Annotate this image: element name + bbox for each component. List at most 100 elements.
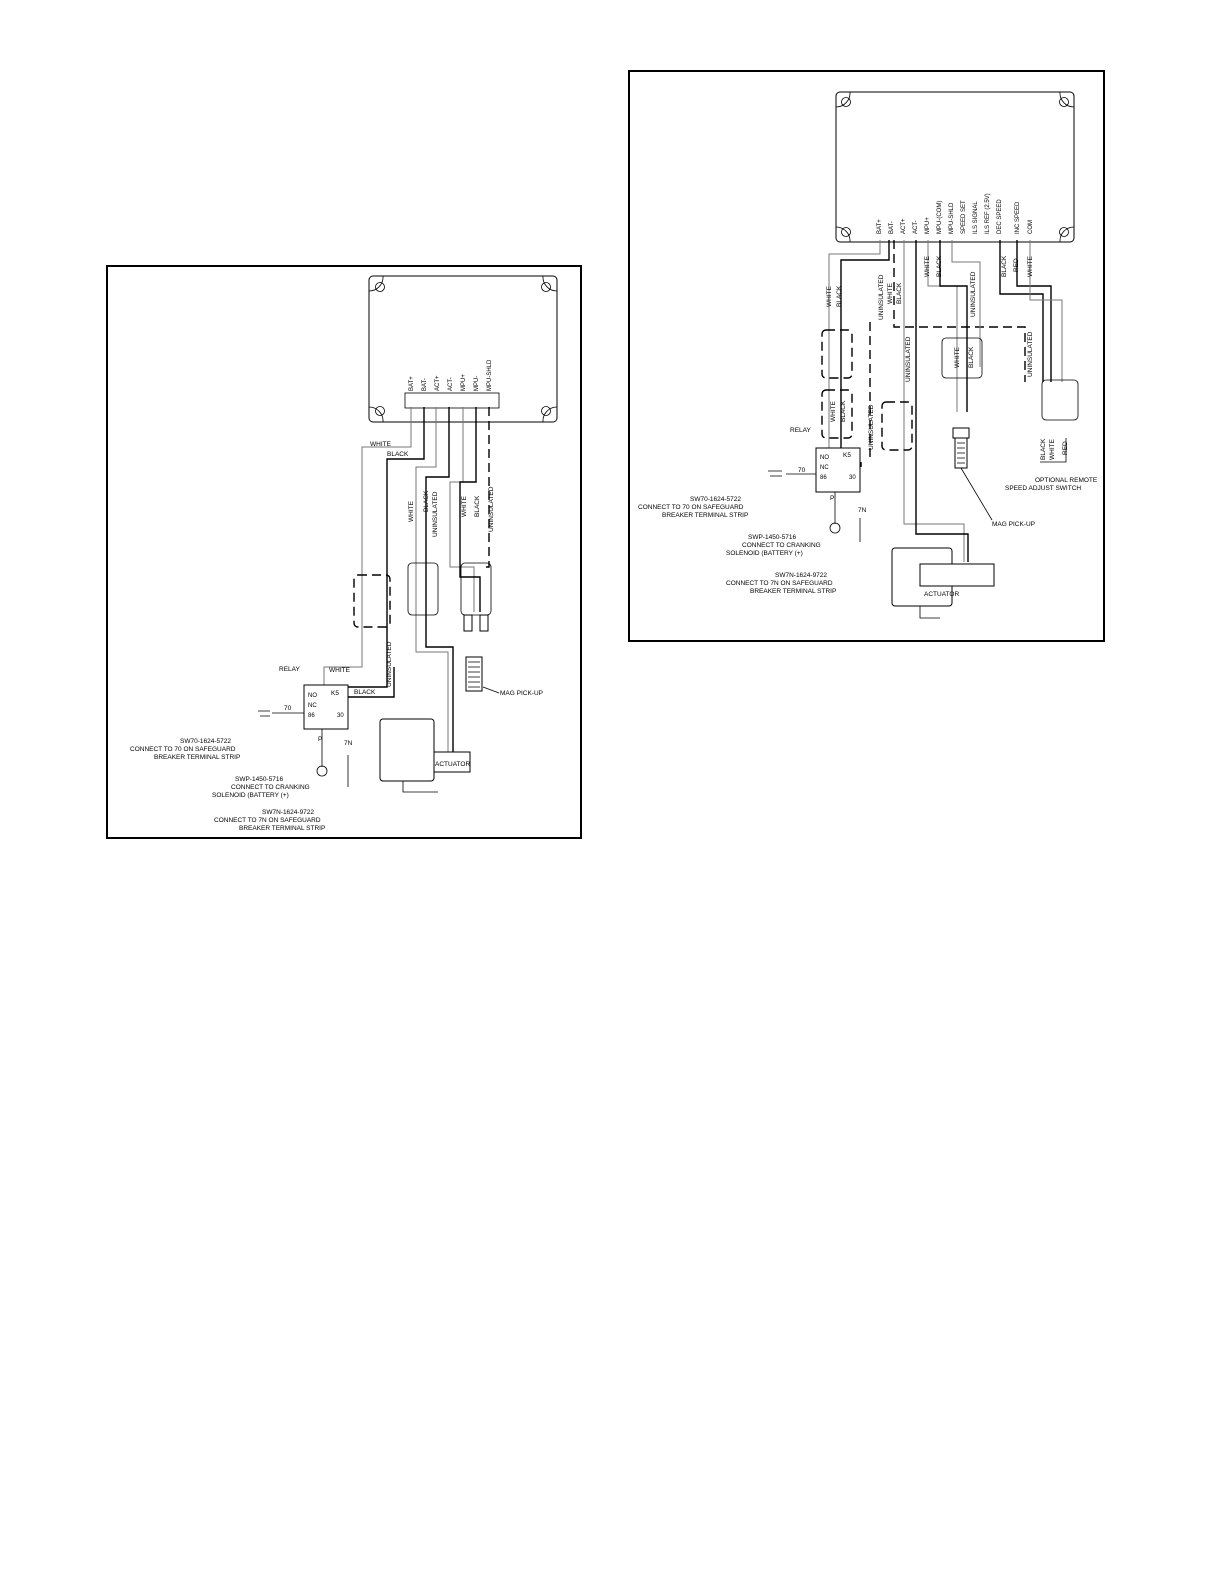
svg-text:WHITE: WHITE [924,255,931,277]
svg-text:UNINSULATED: UNINSULATED [970,271,977,317]
svg-text:WHITE: WHITE [887,282,894,304]
actuator: ACTUATOR [379,718,471,793]
right-wiring-diagram: BAT+ BAT- ACT+ ACT- MPU+ MPU-(COM) MPU-S… [628,70,1105,642]
svg-text:SOLENOID (BATTERY (+): SOLENOID (BATTERY (+) [726,550,803,557]
svg-text:CONNECT TO 70 ON SAFEGUARD: CONNECT TO 70 ON SAFEGUARD [638,504,744,511]
wire-labels: WHITE BLACK WHITE UNINSULATED BLACK WHIT… [329,441,495,696]
wires [323,407,490,754]
svg-text:SWP-1450-5716: SWP-1450-5716 [748,534,796,541]
svg-text:BLACK: BLACK [1001,255,1008,277]
switch-note-line: OPTIONAL REMOTE [1035,477,1098,484]
note-7n: SW7N-1624-9722 CONNECT TO 7N ON SAFEGUAR… [214,809,325,832]
wire-label: UNINSULATED [488,486,495,532]
terminal-label: BAT- [422,378,428,391]
svg-text:86: 86 [820,475,827,481]
svg-text:ILS SIGNAL: ILS SIGNAL [973,201,979,234]
svg-text:NO: NO [308,693,317,699]
svg-text:BLACK: BLACK [936,255,943,277]
svg-text:CONNECT TO 70 ON SAFEGUARD: CONNECT TO 70 ON SAFEGUARD [130,746,236,753]
wire-labels: WHITE BLACK UNINSULATED WHITE BLACK WHIT… [826,255,1069,460]
svg-text:WHITE: WHITE [830,400,837,422]
left-diagram-svg: BAT+ BAT- ACT+ ACT- MPU+ MPU- MPU-SHLD W… [130,275,558,832]
mag-pickup: MAG PICK-UP [463,614,543,697]
svg-text:MPU-SHLD: MPU-SHLD [949,202,955,234]
wire-label: WHITE [461,495,468,517]
actuator-label: ACTUATOR [435,761,470,768]
svg-text:DEC SPEED: DEC SPEED [997,199,1003,234]
svg-text:COM: COM [1028,220,1034,234]
svg-text:UNINSULATED: UNINSULATED [905,336,912,382]
svg-text:BREAKER TERMINAL STRIP: BREAKER TERMINAL STRIP [239,825,325,832]
svg-text:ACT+: ACT+ [901,218,907,234]
wires [828,240,1063,562]
relay: RELAY K5 NO NC 86 30 70 P 7N [258,666,353,787]
terminal-label: MPU- [474,376,480,391]
svg-text:CONNECT TO 7N ON SAFEGUARD: CONNECT TO 7N ON SAFEGUARD [214,817,321,824]
svg-text:UNINSULATED: UNINSULATED [1027,331,1034,377]
mag-pickup-label: MAG PICK-UP [500,690,543,697]
actuator-label: ACTUATOR [924,591,959,598]
svg-text:P: P [830,495,834,502]
svg-text:RED: RED [1062,441,1069,455]
svg-text:UNINSULATED: UNINSULATED [868,404,875,450]
terminal-label: ACT- [448,377,454,391]
svg-text:30: 30 [849,475,856,481]
svg-text:WHITE: WHITE [1027,255,1034,277]
svg-text:SW70-1624-5722: SW70-1624-5722 [180,738,231,745]
svg-text:30: 30 [337,713,344,719]
left-wiring-diagram: BAT+ BAT- ACT+ ACT- MPU+ MPU- MPU-SHLD W… [106,265,582,839]
svg-text:WHITE: WHITE [1049,438,1056,460]
svg-text:P: P [318,736,322,743]
relay-id: K5 [843,452,851,459]
relay: RELAY K5 NO NC 86 30 70 P 7N [768,427,867,542]
right-diagram-svg: BAT+ BAT- ACT+ ACT- MPU+ MPU-(COM) MPU-S… [638,91,1098,619]
svg-text:BLACK: BLACK [840,400,847,422]
note-70: SW70-1624-5722 CONNECT TO 70 ON SAFEGUAR… [638,496,748,519]
svg-text:NO: NO [820,455,829,461]
svg-text:NC: NC [308,703,317,709]
wire-label: WHITE [329,667,351,674]
svg-text:CONNECT TO CRANKING: CONNECT TO CRANKING [231,784,310,791]
wire-label: BLACK [387,451,409,458]
svg-text:BLACK: BLACK [896,282,903,304]
svg-text:SPEED SET: SPEED SET [961,200,967,234]
svg-text:BLACK: BLACK [1040,438,1047,460]
svg-text:ACT-: ACT- [913,220,919,234]
wire-label: UNINSULATED [386,641,393,687]
svg-text:SW7N-1624-9722: SW7N-1624-9722 [262,809,314,816]
svg-text:SWP-1450-5716: SWP-1450-5716 [235,776,283,783]
wire-label: WHITE [370,441,392,448]
terminal-label: ACT+ [435,375,441,391]
cable-shields [353,562,492,628]
mag-pickup: MAG PICK-UP [952,427,1035,528]
svg-text:BAT-: BAT- [889,221,895,234]
svg-text:RED: RED [1013,258,1020,272]
controller-box [368,275,558,423]
note-p: SWP-1450-5716 CONNECT TO CRANKING SOLENO… [726,534,821,557]
mag-pickup-label: MAG PICK-UP [992,521,1035,528]
switch-note-line: SPEED ADJUST SWITCH [1005,485,1081,492]
note-p: SWP-1450-5716 CONNECT TO CRANKING SOLENO… [212,776,310,799]
note-70: SW70-1624-5722 CONNECT TO 70 ON SAFEGUAR… [130,738,240,761]
svg-text:MPU-(COM): MPU-(COM) [937,201,943,234]
controller-box [835,91,1075,243]
terminal-labels: BAT+ BAT- ACT+ ACT- MPU+ MPU- MPU-SHLD [409,359,493,391]
actuator: ACTUATOR [891,547,995,619]
svg-text:CONNECT TO CRANKING: CONNECT TO CRANKING [742,542,821,549]
svg-text:7N: 7N [344,740,353,747]
svg-text:86: 86 [308,713,315,719]
svg-text:SW7N-1624-9722: SW7N-1624-9722 [775,572,827,579]
speed-adjust-switch: OPTIONAL REMOTE SPEED ADJUST SWITCH [1005,438,1098,492]
svg-text:INC SPEED: INC SPEED [1015,201,1021,234]
svg-text:BLACK: BLACK [968,346,975,368]
svg-text:BREAKER TERMINAL STRIP: BREAKER TERMINAL STRIP [750,588,836,595]
cable-shields [821,329,1079,451]
svg-text:MPU+: MPU+ [925,217,931,234]
wire-label: BLACK [474,495,481,517]
svg-text:70: 70 [284,705,292,712]
terminal-label: BAT+ [409,376,415,391]
svg-text:70: 70 [798,467,806,474]
wire-label: BLACK [354,689,376,696]
terminal-label: MPU-SHLD [487,359,493,391]
svg-text:NC: NC [820,465,829,471]
